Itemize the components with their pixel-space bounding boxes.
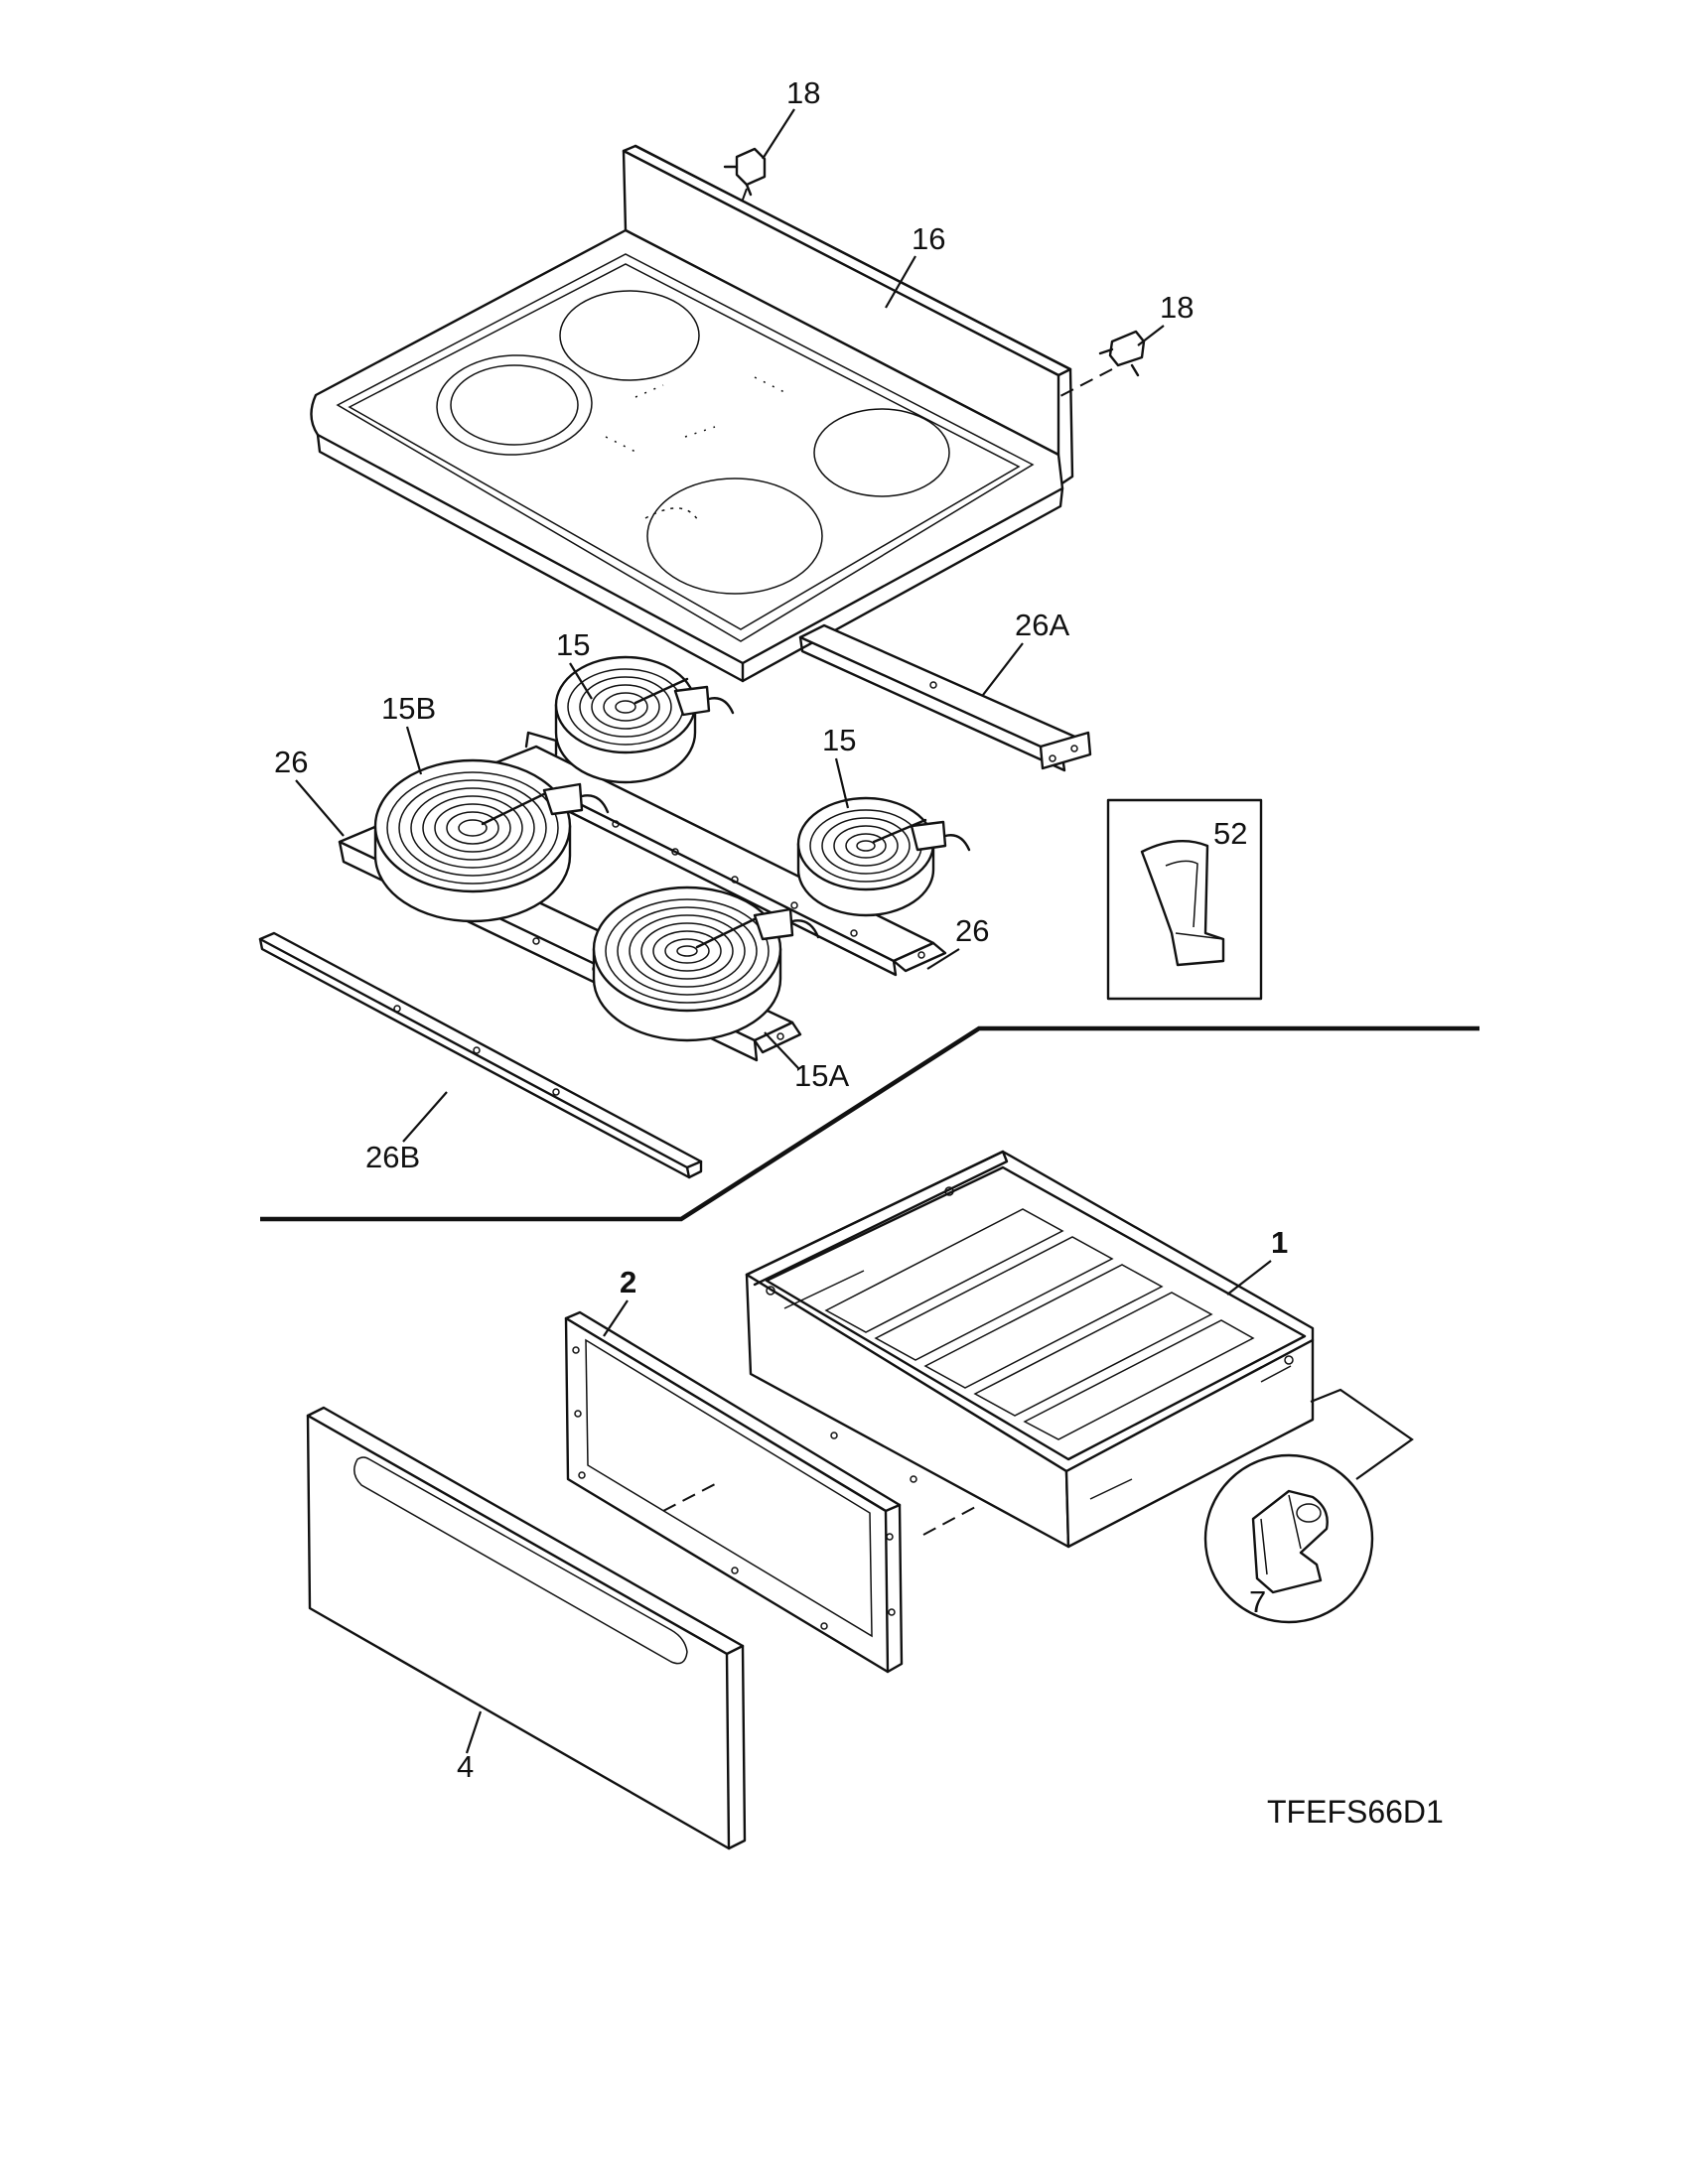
drawer-front-panel bbox=[306, 1406, 747, 1850]
surface-element-15b bbox=[373, 758, 610, 923]
callout-1: 1 bbox=[1271, 1225, 1288, 1260]
callout-26-left: 26 bbox=[274, 745, 308, 779]
front-trim-26b bbox=[258, 931, 703, 1179]
inset-box-52 bbox=[1106, 798, 1263, 1001]
callout-52: 52 bbox=[1213, 816, 1247, 851]
cooktop-glass-top bbox=[310, 144, 1074, 683]
callout-4: 4 bbox=[457, 1749, 474, 1784]
surface-element-15-rear bbox=[554, 655, 735, 784]
callout-26b: 26B bbox=[365, 1140, 420, 1174]
callout-15b: 15B bbox=[381, 691, 436, 726]
hold-down-clip-right bbox=[1098, 330, 1146, 377]
inset-circle-7 bbox=[1203, 1388, 1414, 1624]
burner-bracket-26a bbox=[798, 623, 1092, 772]
callout-26-right: 26 bbox=[955, 913, 989, 948]
model-code: TFEFS66D1 bbox=[1267, 1794, 1444, 1830]
callout-26a: 26A bbox=[1015, 608, 1069, 642]
section-separator bbox=[260, 1025, 1479, 1222]
callout-7: 7 bbox=[1249, 1584, 1266, 1619]
surface-element-15-right bbox=[796, 796, 971, 917]
callout-15-right: 15 bbox=[822, 723, 856, 757]
callout-2: 2 bbox=[620, 1265, 636, 1299]
hold-down-clip-left bbox=[723, 147, 767, 197]
drawer-inner-panel bbox=[564, 1310, 917, 1674]
callout-15-rear: 15 bbox=[556, 627, 590, 662]
callout-18-right: 18 bbox=[1160, 290, 1194, 325]
callout-18-left: 18 bbox=[786, 75, 820, 110]
surface-element-15a bbox=[592, 886, 820, 1042]
callout-15a: 15A bbox=[794, 1058, 849, 1093]
callout-16: 16 bbox=[912, 221, 945, 256]
drawer-body bbox=[745, 1150, 1315, 1549]
